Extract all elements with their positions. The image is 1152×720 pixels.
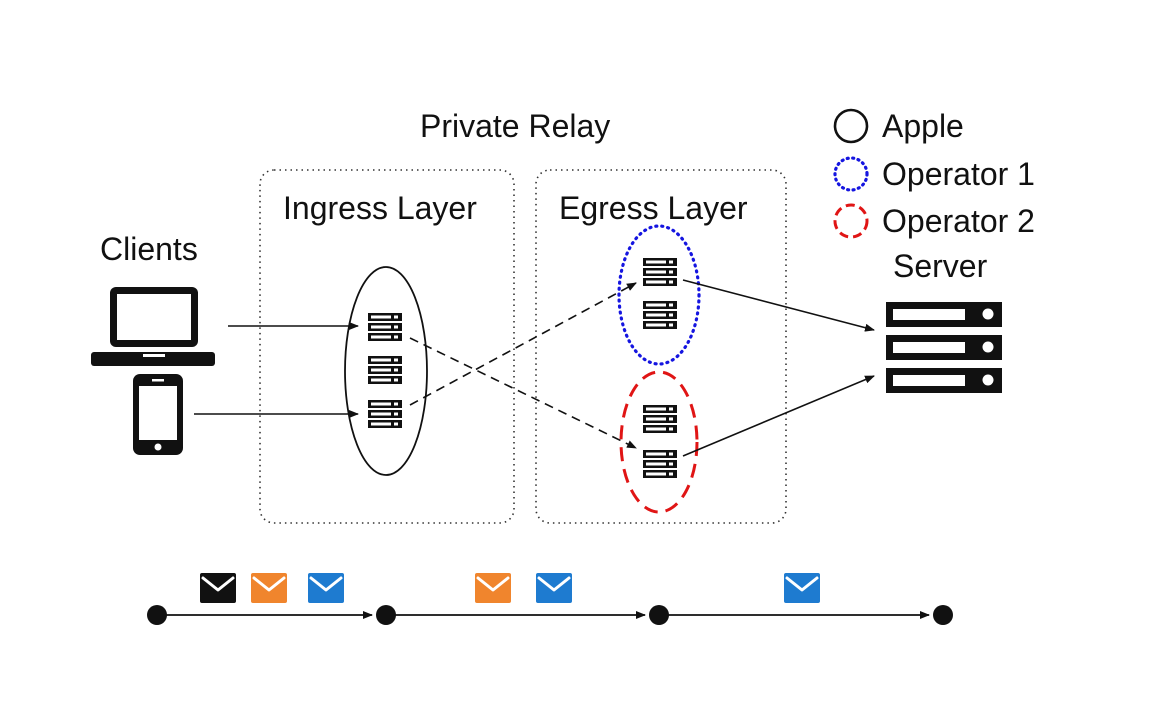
legend-operator2-symbol [833, 203, 869, 239]
envelope-orange-icon [249, 571, 289, 605]
egress-op1-to-server-arrow [682, 279, 875, 332]
ingress-relay-1-icon [368, 313, 402, 341]
envelope-blue-icon [782, 571, 822, 605]
server-rack-icon [886, 302, 1002, 393]
legend-operator1-label: Operator 1 [882, 156, 1035, 192]
egress-op2-to-server-arrow [682, 375, 875, 457]
timeline-node-server [933, 605, 953, 625]
envelope-blue-icon [306, 571, 346, 605]
egress-op1-relay-2-icon [643, 301, 677, 329]
laptop-icon [91, 287, 215, 366]
envelope-black-icon [198, 571, 238, 605]
timeline-node-client [147, 605, 167, 625]
operator2-egress-ellipse [619, 370, 699, 514]
apple-ingress-ellipse [344, 266, 428, 476]
timeline-node-ingress [376, 605, 396, 625]
diagram-title: Private Relay [420, 108, 611, 144]
operator1-egress-ellipse [617, 224, 701, 366]
envelope-blue-icon [534, 571, 574, 605]
legend-operator1-symbol [833, 156, 869, 192]
server-label: Server [893, 248, 988, 284]
legend-apple-label: Apple [882, 108, 964, 144]
envelope-orange-icon [473, 571, 513, 605]
legend-operator2-label: Operator 2 [882, 203, 1035, 239]
egress-layer-label: Egress Layer [559, 190, 748, 226]
ingress-layer-label: Ingress Layer [283, 190, 477, 226]
ingress-to-egress-op1-arrow [409, 282, 637, 406]
smartphone-icon [133, 374, 183, 455]
egress-op2-relay-2-icon [643, 450, 677, 478]
egress-layer-box [535, 169, 787, 524]
egress-op2-relay-1-icon [643, 405, 677, 433]
legend-apple-symbol [833, 108, 869, 144]
ingress-relay-2-icon [368, 356, 402, 384]
ingress-relay-3-icon [368, 400, 402, 428]
timeline-node-egress [649, 605, 669, 625]
ingress-to-egress-op2-arrow [409, 337, 637, 449]
clients-label: Clients [100, 231, 198, 267]
egress-op1-relay-1-icon [643, 258, 677, 286]
